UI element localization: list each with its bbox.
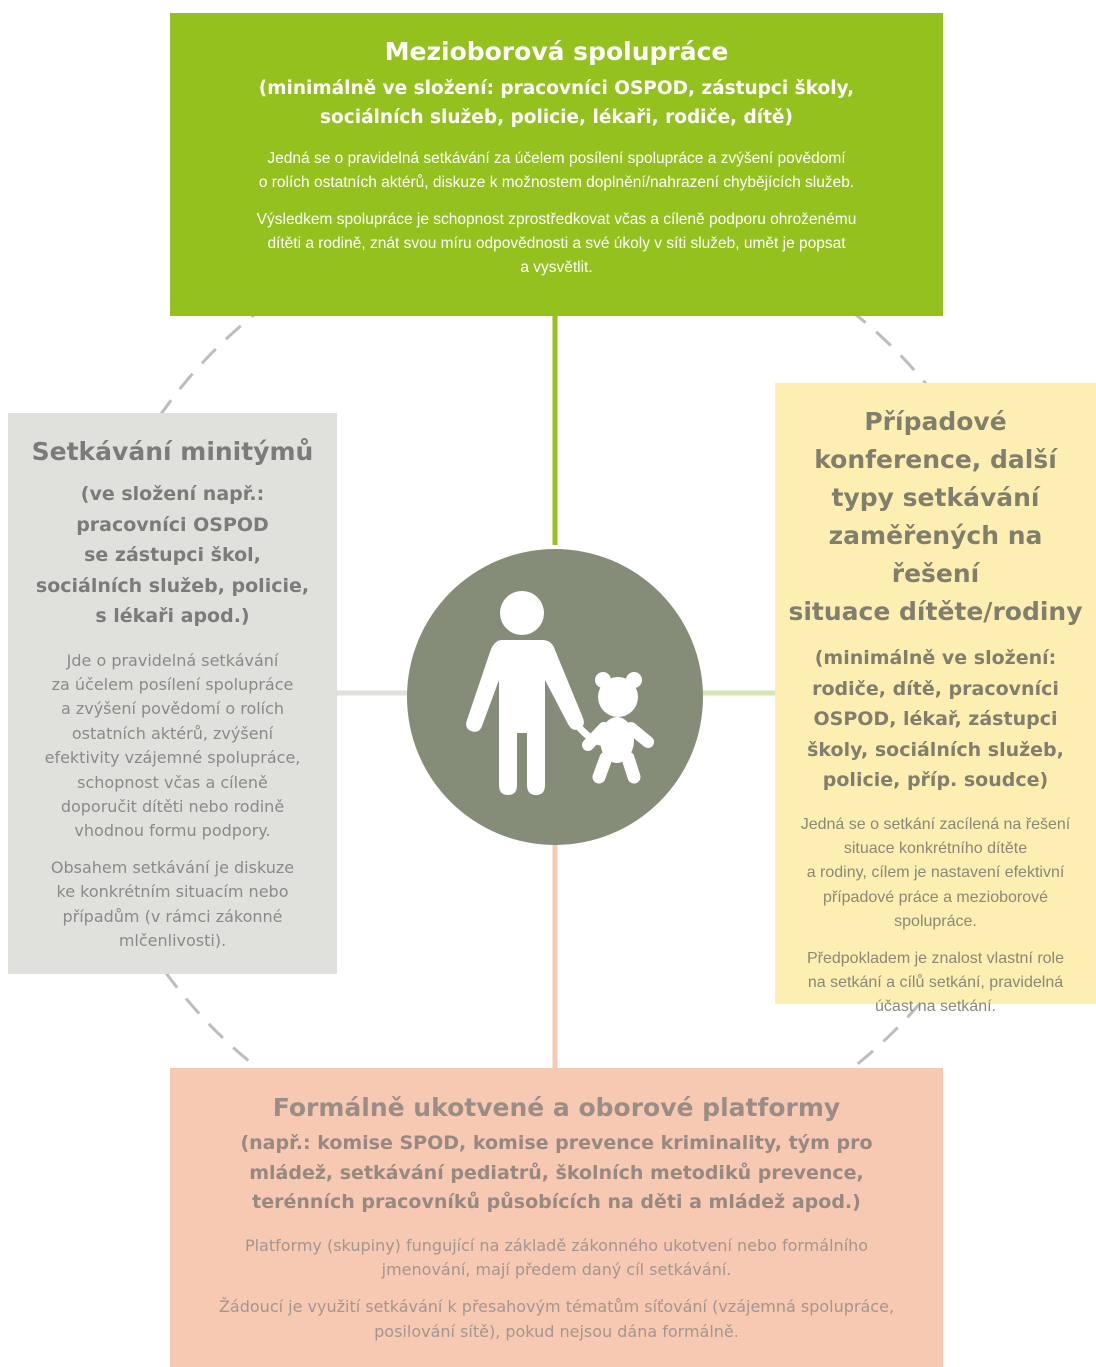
formal-platforms-box: Formálně ukotvené a oborové platformy (n…: [170, 1068, 943, 1367]
left-p2-line: mlčenlivosti).: [118, 930, 227, 950]
right-p1-line: případové práce a mezioborové: [822, 888, 1049, 906]
right-title-line: Případové: [864, 407, 1007, 436]
right-title-line: situace dítěte/rodiny: [788, 597, 1083, 626]
left-p1-line: doporučit dítěti nebo rodině: [60, 796, 285, 816]
right-paragraph-2: Předpokladem je znalost vlastní role na …: [781, 947, 1090, 1020]
top-paragraph-1: Jedná se o pravidelná setkávání za účele…: [192, 147, 921, 195]
top-p2-line: dítěti a rodině, znát svou míru odpovědn…: [267, 235, 846, 252]
right-title-line: typy setkávání: [831, 483, 1040, 512]
interdisciplinary-cooperation-box: Mezioborová spolupráce (minimálně ve slo…: [170, 13, 943, 316]
right-p2-line: na setkání a cílů setkání, pravidelná: [807, 973, 1064, 991]
left-paragraph-1: Jde o pravidelná setkávání za účelem pos…: [20, 649, 325, 844]
bottom-title: Formálně ukotvené a oborové platformy: [272, 1093, 841, 1122]
parent-child-teddy-icon: [466, 591, 654, 795]
left-subtitle-line: pracovníci OSPOD: [76, 513, 269, 536]
left-p1-line: za účelem posílení spolupráce: [51, 674, 294, 694]
right-p2-line: účast na setkání.: [875, 998, 996, 1016]
top-p1-line: Jedná se o pravidelná setkávání za účele…: [267, 150, 846, 167]
bottom-p1-line: jmenování, mají předem daný cíl setkáván…: [381, 1259, 732, 1279]
top-paragraph-2: Výsledkem spolupráce je schopnost zprost…: [192, 208, 921, 280]
top-subtitle-line: (minimálně ve složení: pracovníci OSPOD,…: [258, 78, 855, 99]
left-subtitle-line: (ve složení např.:: [80, 483, 265, 505]
bottom-paragraph-2: Žádoucí je využití setkávání k přesahový…: [186, 1295, 927, 1344]
left-p2-line: případům (v rámci zákonné: [62, 906, 283, 926]
left-p1-line: a zvýšení povědomí o rolích: [60, 699, 285, 719]
bottom-p2-line: posilování sítě), pokud nejsou dána form…: [374, 1321, 739, 1341]
right-paragraph-1: Jedná se o setkání zacílená na řešení si…: [781, 813, 1090, 935]
left-p1-line: Jde o pravidelná setkávání: [66, 650, 279, 670]
right-title-line: zaměřených na řešení: [828, 521, 1043, 588]
right-title: Případové konference, další typy setkává…: [781, 403, 1090, 631]
top-subtitle-line: sociálních služeb, policie, lékaři, rodi…: [320, 107, 793, 128]
bottom-subtitle-line: terénních pracovníků působících na děti …: [252, 1191, 861, 1213]
top-p2-line: a vysvětlit.: [520, 259, 593, 276]
left-subtitle: (ve složení např.: pracovníci OSPOD se z…: [20, 479, 325, 632]
bottom-paragraph-1: Platformy (skupiny) fungující na základě…: [186, 1234, 927, 1283]
right-p1-line: Jedná se o setkání zacílená na řešení: [800, 815, 1071, 833]
left-p1-line: ostatních aktérů, zvýšení: [71, 723, 274, 743]
case-conferences-box: Případové konference, další typy setkává…: [775, 383, 1096, 1015]
right-p1-line: a rodiny, cílem je nastavení efektivní: [806, 864, 1065, 882]
left-p1-line: vhodnou formu podpory.: [74, 821, 271, 841]
left-subtitle-line: sociálních služeb, policie,: [35, 574, 310, 597]
left-p1-line: schopnost včas a cíleně: [77, 772, 268, 792]
bottom-p2-line: Žádoucí je využití setkávání k přesahový…: [218, 1297, 895, 1317]
bottom-subtitle-line: mládež, setkávání pediatrů, školních met…: [249, 1161, 864, 1184]
left-subtitle-line: se zástupci škol,: [84, 544, 261, 566]
left-paragraph-2: Obsahem setkávání je diskuze ke konkrétn…: [20, 856, 325, 954]
bottom-subtitle-line: (např.: komise SPOD, komise prevence kri…: [240, 1132, 873, 1154]
left-p2-line: Obsahem setkávání je diskuze: [50, 857, 295, 877]
right-title-line: konference, další: [814, 445, 1057, 474]
left-subtitle-line: s lékaři apod.): [95, 605, 250, 627]
right-subtitle-line: (minimálně ve složení:: [814, 647, 1057, 669]
right-p1-line: situace konkrétního dítěte: [843, 839, 1028, 857]
right-subtitle-line: policie, příp. soudce): [822, 769, 1049, 791]
right-subtitle-line: OSPOD, lékař, zástupci: [813, 708, 1058, 730]
miniteam-meetings-box: Setkávání minitýmů (ve složení např.: pr…: [8, 413, 337, 974]
top-title: Mezioborová spolupráce: [384, 37, 729, 66]
right-p1-line: spolupráce.: [894, 913, 977, 931]
right-subtitle-line: školy, sociálních služeb,: [807, 738, 1064, 761]
top-p1-line: o rolích ostatních aktérů, diskuze k mož…: [258, 174, 855, 191]
right-subtitle: (minimálně ve složení: rodiče, dítě, pra…: [781, 643, 1090, 796]
right-subtitle-line: rodiče, dítě, pracovníci: [812, 677, 1059, 700]
top-subtitle: (minimálně ve složení: pracovníci OSPOD,…: [192, 74, 921, 132]
right-p2-line: Předpokladem je znalost vlastní role: [806, 949, 1065, 967]
bottom-subtitle: (např.: komise SPOD, komise prevence kri…: [186, 1129, 927, 1218]
left-p1-line: efektivity vzájemné spolupráce,: [44, 748, 301, 768]
bottom-p1-line: Platformy (skupiny) fungující na základě…: [244, 1235, 869, 1255]
left-p2-line: ke konkrétním situacím nebo: [56, 882, 289, 902]
top-p2-line: Výsledkem spolupráce je schopnost zprost…: [256, 211, 857, 228]
left-title: Setkávání minitýmů: [31, 437, 314, 466]
